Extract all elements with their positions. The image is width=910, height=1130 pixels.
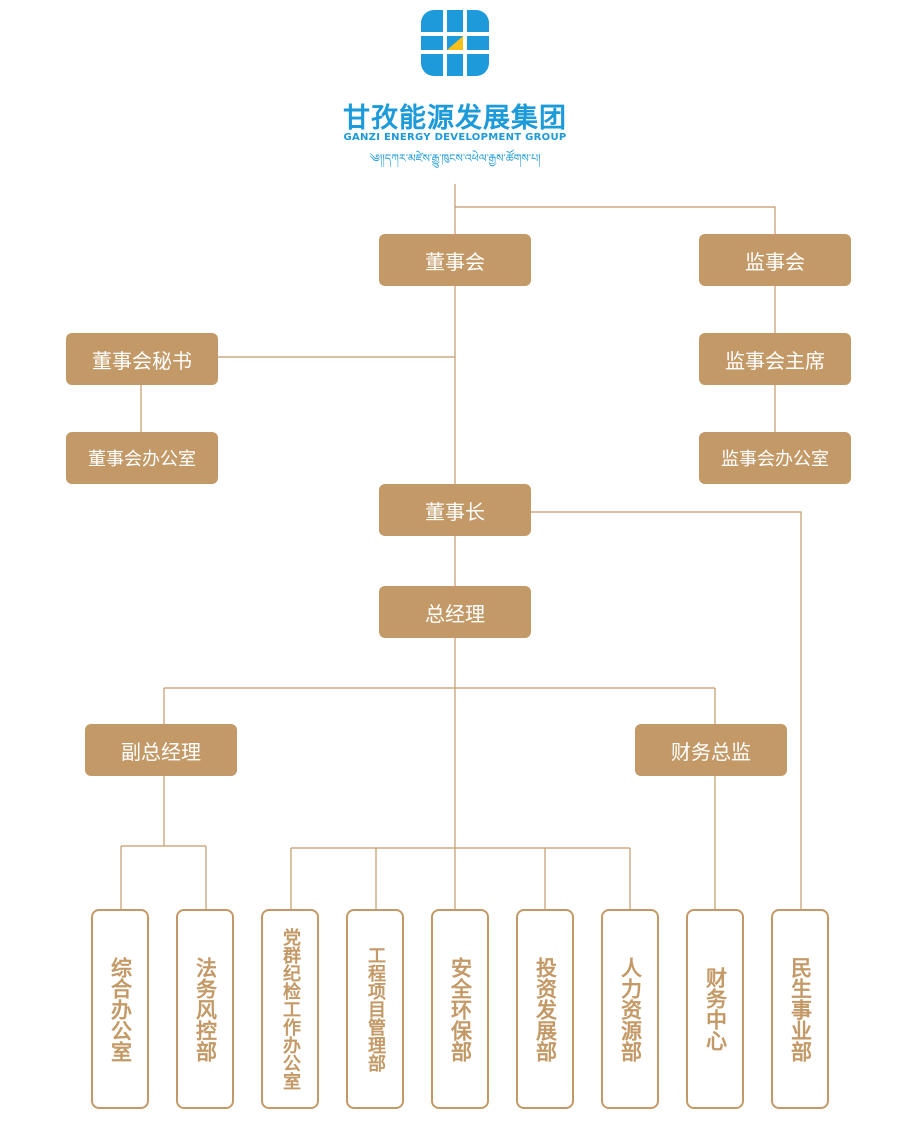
dept-label: 党群纪检工作办公室 xyxy=(280,928,301,1090)
node-chairman: 董事长 xyxy=(379,484,531,536)
company-name-en: GANZI ENERGY DEVELOPMENT GROUP xyxy=(343,132,567,143)
node-supervisory-board: 监事会 xyxy=(699,234,851,286)
dept-box: 工程项目管理部 xyxy=(346,909,404,1109)
dept-box: 法务风控部 xyxy=(176,909,234,1109)
connector xyxy=(531,511,802,909)
company-logo xyxy=(421,10,489,76)
dept-label: 投资发展部 xyxy=(533,956,558,1062)
node-board-office: 董事会办公室 xyxy=(66,432,218,484)
node-supervisory-office: 监事会办公室 xyxy=(699,432,851,484)
dept-label: 法务风控部 xyxy=(193,956,218,1062)
dept-label: 综合办公室 xyxy=(108,956,133,1062)
node-supervisory-chair: 监事会主席 xyxy=(699,333,851,385)
company-name-tibetan: ༄།།དཀར་མཛེས་རྒྱུ་ཁུངས་འཕེལ་རྒྱས་ཚོགས་པ། xyxy=(369,152,541,165)
node-board: 董事会 xyxy=(379,234,531,286)
node-general-manager: 总经理 xyxy=(379,586,531,638)
dept-label: 工程项目管理部 xyxy=(365,946,386,1072)
dept-box: 民生事业部 xyxy=(771,909,829,1109)
dept-box: 财务中心 xyxy=(686,909,744,1109)
dept-box: 投资发展部 xyxy=(516,909,574,1109)
node-board-secretary: 董事会秘书 xyxy=(66,333,218,385)
node-cfo: 财务总监 xyxy=(635,724,787,776)
connector xyxy=(455,206,776,234)
dept-label: 安全环保部 xyxy=(448,956,473,1062)
dept-label: 民生事业部 xyxy=(788,956,813,1062)
dept-box: 综合办公室 xyxy=(91,909,149,1109)
dept-label: 财务中心 xyxy=(703,967,728,1051)
dept-label: 人力资源部 xyxy=(618,956,643,1062)
company-name-cn: 甘孜能源发展集团 xyxy=(343,103,567,134)
dept-box: 党群纪检工作办公室 xyxy=(261,909,319,1109)
dept-box: 人力资源部 xyxy=(601,909,659,1109)
node-deputy-gm: 副总经理 xyxy=(85,724,237,776)
dept-box: 安全环保部 xyxy=(431,909,489,1109)
